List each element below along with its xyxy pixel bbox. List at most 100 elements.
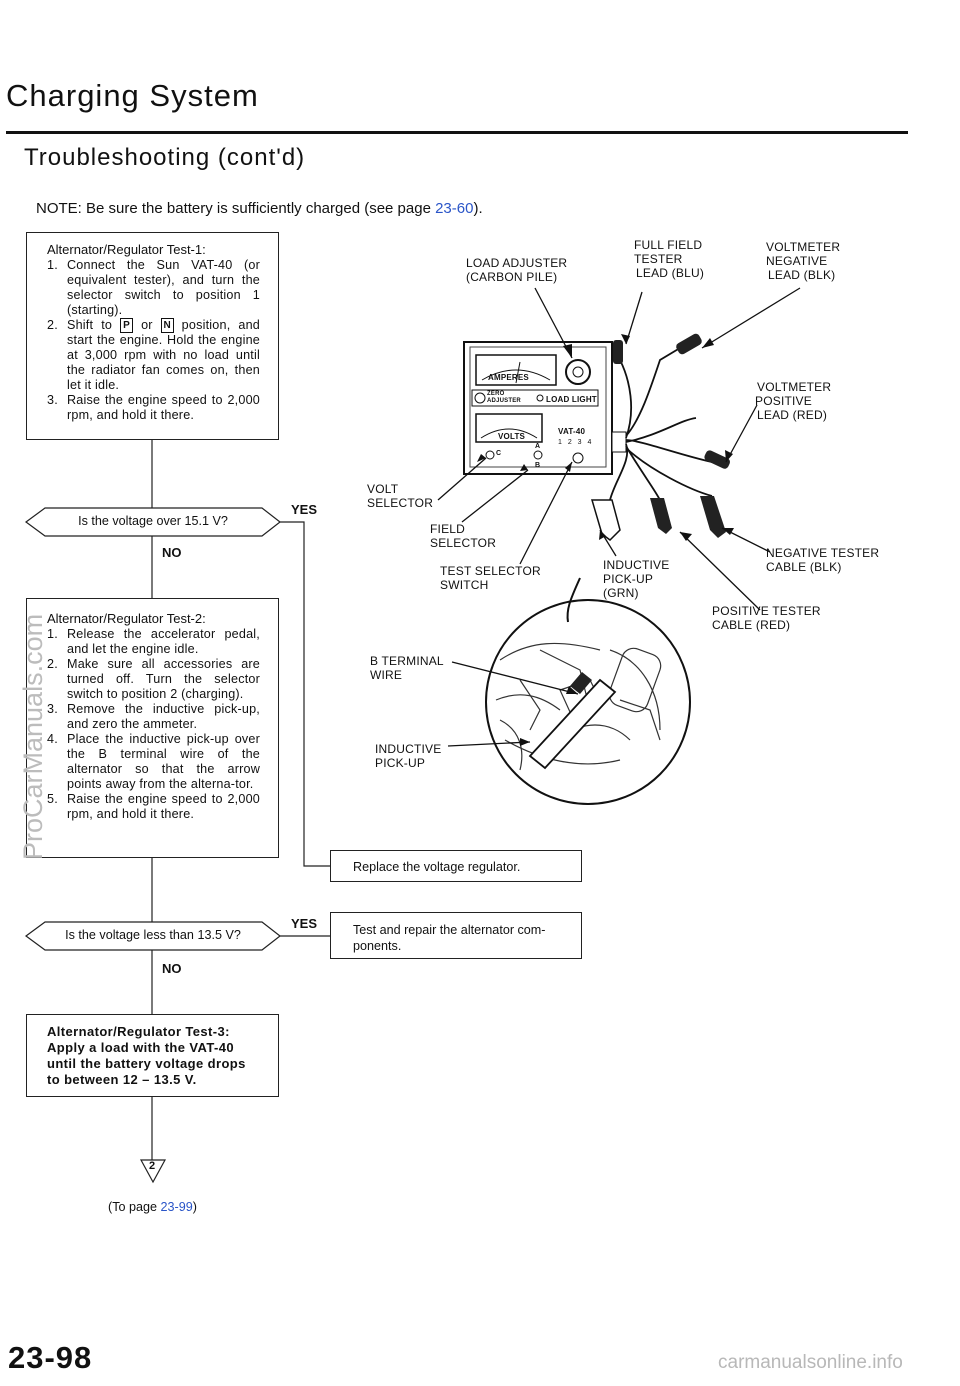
label-line: NEGATIVE TESTER	[766, 546, 880, 560]
label-line: FULL FIELD	[634, 238, 703, 252]
panel-sel-a: A	[535, 443, 541, 450]
test1-step: 2. Shift to P or N position, and start th…	[47, 318, 260, 393]
test1-step: 1.Connect the Sun VAT-40 (or equivalent …	[47, 258, 260, 318]
label-line: CABLE (BLK)	[766, 560, 842, 574]
test2-step: 4. Place the inductive pick-up over the B…	[47, 732, 260, 792]
tester-cables	[609, 347, 713, 501]
label-inductive-pickup: INDUCTIVE PICK-UP	[375, 742, 441, 770]
test3-text: Apply a load with the VAT-40 until the b…	[47, 1040, 246, 1087]
step-text: Place the inductive pick-up over the B t…	[67, 732, 260, 791]
panel-amperes-label: AMPERES	[488, 373, 529, 382]
label-line: VOLTMETER	[766, 240, 841, 254]
label-line: INDUCTIVE	[603, 558, 670, 572]
vat40-tester	[463, 341, 627, 475]
label-line: SWITCH	[440, 578, 489, 592]
step-text-part: Shift to	[67, 318, 121, 332]
label-load-adjuster: LOAD ADJUSTER (CARBON PILE)	[466, 256, 567, 284]
watermark-left: ProCarManuals.com	[18, 613, 48, 860]
label-line: POSITIVE	[755, 394, 812, 408]
step-number: 3.	[47, 702, 58, 716]
decision2-question: Is the voltage less than 13.5 V?	[65, 928, 241, 942]
note-suffix: ).	[473, 200, 483, 217]
step-text-part: or	[133, 318, 161, 332]
test3-title: Alternator/Regulator Test-3:	[47, 1024, 230, 1039]
note-page-link[interactable]: 23-60	[435, 200, 474, 217]
step-number: 2.	[47, 318, 58, 332]
label-line: PICK-UP	[603, 572, 654, 586]
label-line: TESTER	[634, 252, 683, 266]
watermark-bottom: carmanualsonline.info	[718, 1352, 903, 1373]
test2-step: 2. Make sure all accessories are turned o…	[47, 657, 260, 702]
label-line: LEAD (BLU)	[636, 266, 705, 280]
panel-load-light-label: LOAD LIGHT	[546, 395, 597, 404]
label-field-selector: FIELD SELECTOR	[430, 522, 496, 550]
label-line: NEGATIVE	[766, 254, 828, 268]
label-full-field-tester: FULL FIELD TESTER LEAD (BLU)	[634, 238, 704, 280]
connector-triangle	[139, 1159, 167, 1184]
step-text: Shift to P or N position, and start the …	[67, 318, 260, 393]
park-position-icon: P	[120, 318, 134, 334]
label-line: LOAD ADJUSTER	[466, 256, 568, 270]
label-inductive-pickup-grn: INDUCTIVE PICK-UP (GRN)	[603, 558, 669, 600]
decision2-yes: YES	[291, 916, 318, 931]
decision2-no: NO	[162, 961, 182, 976]
label-line: LEAD (RED)	[757, 408, 828, 422]
label-line: SELECTOR	[430, 536, 497, 550]
decision1-yes: YES	[291, 502, 318, 517]
test2-step: 5. Raise the engine speed to 2,000 rpm, a…	[47, 792, 260, 822]
to-page-prefix: (To page	[108, 1200, 161, 1214]
label-line: WIRE	[370, 668, 403, 682]
panel-zero-adjuster-label: ZERO ADJUSTER	[487, 391, 521, 404]
neutral-position-icon: N	[160, 318, 174, 334]
title-rule	[6, 131, 908, 134]
test2-step: 1. Release the accelerator pedal, and let…	[47, 627, 260, 657]
step-number: 4.	[47, 732, 58, 746]
to-page-suffix: )	[192, 1200, 197, 1214]
leader-arrowheads	[477, 334, 734, 746]
label-positive-tester-cable: POSITIVE TESTER CABLE (RED)	[712, 604, 821, 632]
label-line: POSITIVE TESTER	[712, 604, 821, 618]
panel-sel-b: B	[535, 462, 541, 469]
label-line: SELECTOR	[367, 496, 434, 510]
panel-positions-label: 1 2 3 4	[558, 439, 594, 446]
tester-clamps	[590, 333, 731, 541]
connector-label: 2	[149, 1160, 156, 1172]
note-text: NOTE: Be sure the battery is sufficientl…	[36, 200, 483, 217]
subsection-title: Troubleshooting (cont'd)	[24, 144, 306, 171]
step-text: Release the accelerator pedal, and let t…	[67, 627, 260, 656]
leader-lines	[437, 287, 801, 747]
flowchart-lines	[24, 440, 330, 1184]
step-text: Raise the engine speed to 2,000 rpm, and…	[67, 393, 260, 423]
step-number: 1.	[47, 258, 58, 272]
label-line: VOLTMETER	[757, 380, 832, 394]
test2-box: Alternator/Regulator Test-2: 1. Release t…	[26, 598, 279, 858]
test1-step: 3. Raise the engine speed to 2,000 rpm, a…	[47, 393, 260, 423]
test1-title: Alternator/Regulator Test-1:	[47, 242, 206, 257]
step-text: Raise the engine speed to 2,000 rpm, and…	[67, 792, 260, 821]
panel-model-label: VAT-40	[558, 427, 586, 436]
label-line: VOLT	[367, 482, 399, 496]
panel-sel-c: C	[496, 450, 502, 457]
step-number: 2.	[47, 657, 58, 671]
label-line: (GRN)	[603, 586, 639, 600]
page-number: 23-98	[8, 1340, 93, 1375]
decision1-question: Is the voltage over 15.1 V?	[78, 514, 228, 528]
note-prefix: NOTE: Be sure the battery is sufficientl…	[36, 200, 436, 217]
label-voltmeter-positive: VOLTMETER POSITIVE LEAD (RED)	[755, 380, 831, 422]
test1-box: Alternator/Regulator Test-1: 1.Connect t…	[26, 232, 279, 440]
label-negative-tester-cable: NEGATIVE TESTER CABLE (BLK)	[766, 546, 879, 574]
step-number: 3.	[47, 393, 58, 408]
magnified-view	[485, 577, 691, 805]
test2-title: Alternator/Regulator Test-2:	[47, 611, 206, 626]
label-line: LEAD (BLK)	[768, 268, 836, 282]
section-title: Charging System	[6, 78, 259, 113]
step-number: 1.	[47, 627, 58, 641]
step-number: 5.	[47, 792, 58, 806]
result2-box: Test and repair the alternator com-ponen…	[330, 912, 582, 959]
to-page-link[interactable]: 23-99	[160, 1200, 193, 1214]
step-text: Make sure all accessories are turned off…	[67, 657, 260, 701]
label-line: CABLE (RED)	[712, 618, 791, 632]
step-text: Remove the inductive pick-up, and zero t…	[67, 702, 260, 731]
label-volt-selector: VOLT SELECTOR	[367, 482, 433, 510]
